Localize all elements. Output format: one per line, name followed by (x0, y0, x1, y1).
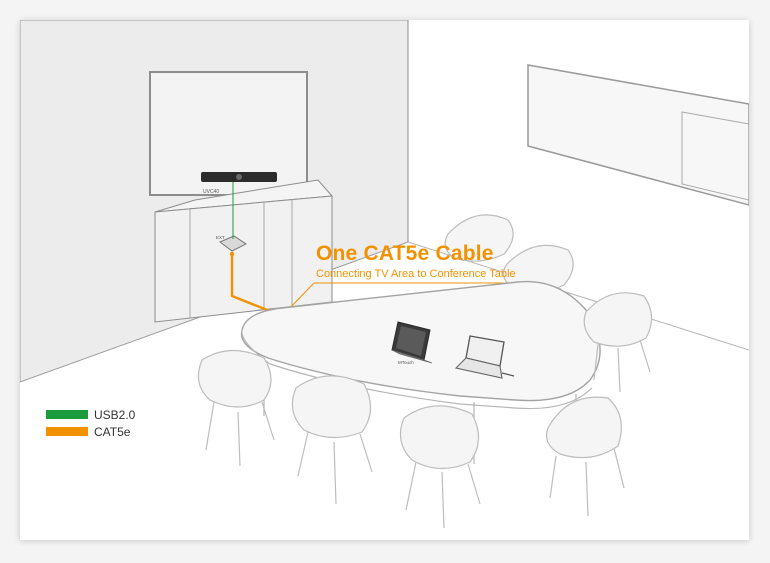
usb-extender-label: EXT (216, 235, 225, 240)
callout-leader-line (281, 282, 545, 317)
meeting-room-scene: UVC40 EXT (20, 20, 749, 529)
laptop-base (454, 357, 503, 379)
chair-right-2 (545, 396, 625, 517)
touch-panel-screen (396, 326, 426, 356)
cabinet-front (154, 195, 333, 323)
whiteboard (527, 64, 749, 206)
whiteboard-inner-panel (681, 111, 749, 201)
cat5e-connector-top (229, 251, 235, 257)
laptop-cable (501, 372, 515, 377)
usb-extender-box (219, 235, 247, 252)
legend-item-cat5e: CAT5e (46, 423, 135, 440)
camera-lens-icon (236, 174, 242, 180)
callout-subtitle: Connecting TV Area to Conference Table (316, 268, 516, 280)
chair-front-1 (197, 349, 275, 467)
touch-panel-base (391, 349, 433, 364)
camera-bar-label: UVC40 (203, 189, 219, 195)
table-edge (241, 329, 593, 410)
legend: USB2.0 CAT5e (46, 406, 135, 440)
legend-swatch-usb (46, 410, 88, 419)
chair-front-2 (291, 375, 373, 505)
touch-panel-label: MTouch (398, 360, 414, 365)
legend-label-usb: USB2.0 (94, 407, 136, 422)
legend-label-cat5e: CAT5e (94, 424, 131, 439)
chair-back-1 (444, 214, 514, 262)
legend-swatch-cat5e (46, 427, 88, 436)
callout-title: One CAT5e Cable (316, 242, 494, 265)
chair-front-3 (399, 405, 481, 529)
diagram-card: UVC40 EXT (20, 20, 749, 540)
legend-item-usb: USB2.0 (46, 406, 135, 423)
chair-right-1 (583, 292, 653, 393)
